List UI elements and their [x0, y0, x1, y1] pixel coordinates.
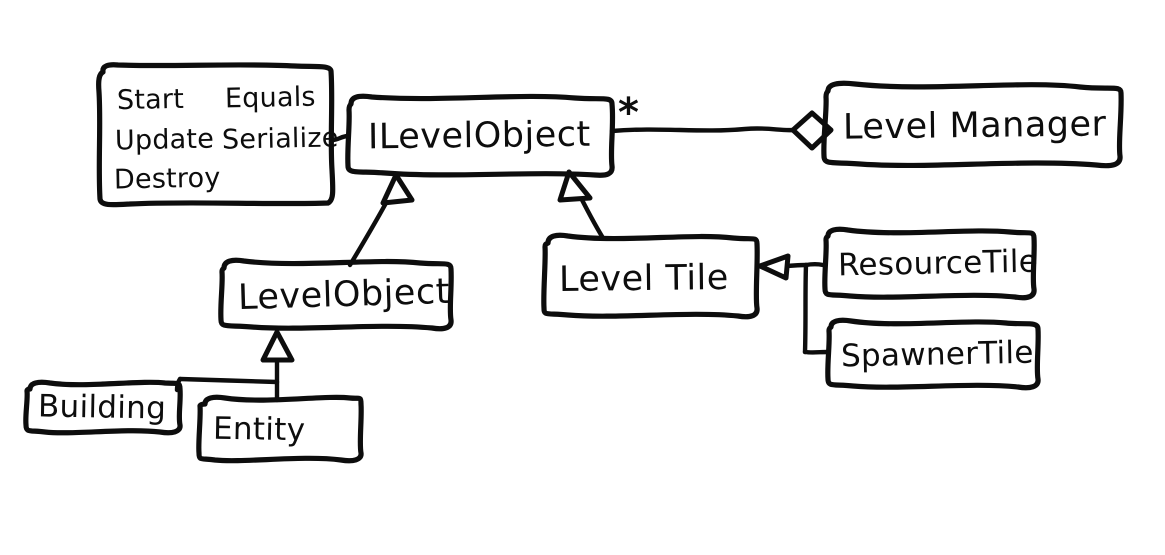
node-levelobject-label: LevelObject [237, 272, 450, 318]
multiplicity-many: * [618, 90, 639, 136]
node-resourcetile-label: ResourceTile [838, 244, 1039, 284]
node-spawnertile-label: SpawnerTile [841, 335, 1034, 375]
node-spawnertile[interactable]: SpawnerTile [825, 317, 1041, 391]
edge-entity-building-to-levelobject [174, 329, 295, 403]
node-levelmanager[interactable]: Level Manager [821, 80, 1124, 169]
methods-note-item-start: Start [117, 84, 185, 116]
node-ilevelobject-label: ILevelObject [368, 115, 591, 158]
node-entity[interactable]: Entity [196, 394, 364, 464]
node-levelobject[interactable]: LevelObject [218, 257, 454, 332]
node-building[interactable]: Building [23, 379, 183, 436]
node-entity-label: Entity [213, 411, 306, 449]
methods-note-item-equals: Equals [225, 82, 316, 115]
edge-leveltile-to-ilevelobject [557, 169, 606, 241]
edge-ilevelobject-to-levelmanager [609, 110, 834, 151]
node-ilevelobject[interactable]: ILevelObject * [345, 90, 639, 178]
methods-note-item-update: Update [115, 124, 215, 157]
edge-levelobject-to-ilevelobject [347, 172, 415, 268]
node-levelmanager-label: Level Manager [843, 104, 1107, 147]
node-building-label: Building [38, 388, 167, 426]
edge-tiles-to-leveltile [757, 253, 831, 355]
node-leveltile-label: Level Tile [559, 258, 729, 300]
methods-note-item-destroy: Destroy [114, 162, 221, 195]
node-methods-note[interactable]: Start Update Destroy Equals Serialize [96, 62, 339, 208]
node-resourcetile[interactable]: ResourceTile [822, 226, 1039, 301]
node-leveltile[interactable]: Level Tile [541, 232, 760, 320]
methods-note-item-serialize: Serialize [222, 122, 339, 155]
